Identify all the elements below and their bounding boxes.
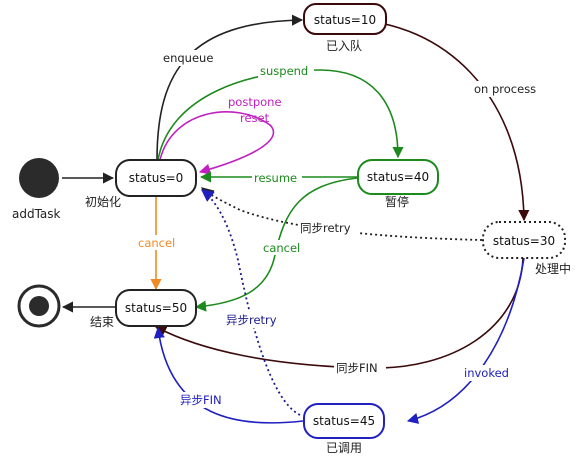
- state-processing-label: status=30: [493, 234, 555, 248]
- edge-async-fin: [153, 326, 304, 424]
- edge-label-enqueue: enqueue: [160, 50, 220, 66]
- edge-label-cancel-green: cancel: [261, 240, 305, 255]
- state-invoked-caption: 已调用: [326, 441, 362, 455]
- edge-label-reset: reset: [240, 111, 270, 125]
- edge-label-async-retry: 异步retry: [224, 312, 284, 328]
- edge-invoked: [406, 257, 525, 424]
- state-init: status=0: [115, 159, 197, 197]
- edge-label-sync-retry: 同步retry: [298, 220, 360, 236]
- state-paused: status=40: [357, 159, 439, 195]
- svg-text:suspend: suspend: [260, 64, 308, 78]
- edge-sync-fin: [155, 257, 524, 369]
- end-node: [17, 284, 61, 328]
- svg-text:异步retry: 异步retry: [226, 313, 277, 327]
- edge-async-retry: [201, 189, 301, 416]
- edge-label-resume: resume: [252, 170, 302, 185]
- state-queued-caption: 已入队: [326, 38, 362, 53]
- start-node-caption: addTask: [12, 207, 61, 221]
- state-processing-caption: 处理中: [535, 261, 571, 276]
- state-finished-label: status=50: [125, 301, 187, 315]
- state-invoked: status=45: [303, 403, 385, 439]
- svg-text:异步FIN: 异步FIN: [180, 393, 222, 407]
- edge-on-process: [354, 19, 530, 222]
- edge-suspend: [157, 69, 404, 161]
- edge-sync-retry: [201, 187, 483, 241]
- svg-text:同步FIN: 同步FIN: [336, 361, 378, 375]
- svg-text:cancel: cancel: [263, 241, 300, 255]
- svg-text:invoked: invoked: [464, 366, 509, 380]
- edge-label-cancel-orange: cancel: [136, 235, 180, 250]
- edge-label-async-fin: 异步FIN: [178, 392, 230, 408]
- state-finished-caption: 结束: [90, 315, 114, 329]
- state-queued-label: status=10: [314, 13, 376, 27]
- svg-text:postpone: postpone: [228, 95, 282, 109]
- state-init-label: status=0: [129, 171, 184, 185]
- edge-label-suspend: suspend: [258, 63, 314, 79]
- svg-text:reset: reset: [240, 111, 270, 125]
- svg-text:resume: resume: [254, 171, 297, 185]
- state-queued: status=10: [303, 3, 387, 35]
- edge-label-invoked: invoked: [462, 365, 514, 381]
- svg-text:on process: on process: [474, 82, 536, 96]
- state-paused-label: status=40: [367, 170, 429, 184]
- state-init-caption: 初始化: [85, 195, 121, 209]
- edge-enqueue: [156, 14, 304, 161]
- state-invoked-label: status=45: [313, 414, 375, 428]
- state-paused-caption: 暂停: [385, 194, 409, 209]
- edge-postpone-reset: [159, 111, 275, 175]
- svg-text:同步retry: 同步retry: [300, 221, 351, 235]
- edge-label-on-process: on process: [472, 81, 544, 97]
- svg-text:enqueue: enqueue: [163, 51, 213, 65]
- edge-label-sync-fin: 同步FIN: [334, 360, 386, 376]
- state-processing: status=30: [482, 221, 566, 259]
- svg-text:cancel: cancel: [138, 236, 175, 250]
- start-node: [19, 158, 59, 198]
- edge-label-postpone: postpone: [228, 95, 282, 109]
- state-finished: status=50: [115, 289, 197, 327]
